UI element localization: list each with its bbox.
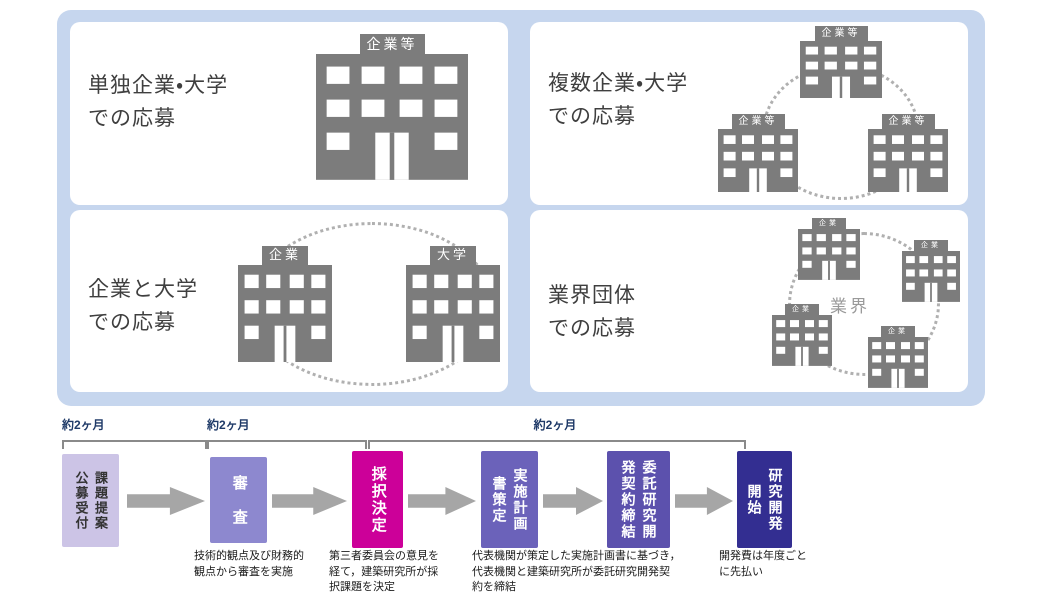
- flow-step-label: 採択決定: [369, 465, 387, 534]
- flow-arrow-icon: [127, 487, 205, 515]
- flow-note-contract: 代表機関が策定した実施計画書に基づき， 代表機関と建築研究所が委託研究開発契 約…: [472, 550, 681, 594]
- flow-note-payment: 開発費は年度ごと に先払い: [719, 550, 807, 578]
- building-body-icon: [316, 54, 468, 180]
- duration-bracket-icon: [207, 440, 367, 449]
- building-sign: 企業: [881, 326, 915, 338]
- building-icon: 大学: [406, 246, 500, 362]
- building-body-icon: [772, 315, 832, 366]
- building-label: 企業: [921, 242, 941, 249]
- flow-step-proposal-reception: 課題提案 公募受付: [62, 454, 119, 547]
- card-industry-association-application: 業界団体 での応募 業界 企業 企業 企業 企業: [530, 210, 968, 392]
- card-company-university-application: 企業と大学 での応募 企業 大学: [70, 210, 508, 392]
- building-icon: 企業: [798, 218, 860, 280]
- building-label: 大学: [436, 247, 469, 262]
- flow-step-label: 実施計画 書策定: [491, 467, 529, 532]
- card-multi-application: 複数企業・大学 での応募 企業等 企業等 企業等: [530, 22, 968, 205]
- building-sign: 企業: [785, 304, 819, 316]
- duration-label: 約2ヶ月: [62, 418, 105, 432]
- flow-step-contract-conclusion: 委託研究開 発契約締結: [607, 451, 670, 548]
- building-body-icon: [718, 129, 798, 192]
- flow-note-review: 技術的観点及び財務的 観点から審査を実施: [194, 550, 304, 578]
- building-sign: 企業: [261, 246, 308, 265]
- application-types-panel: 単独企業・大学 での応募 企業等 複数企業・大学 での応募 企業等 企業等 企業…: [57, 10, 985, 406]
- building-label: 企業: [888, 328, 908, 335]
- building-label: 企業等: [888, 116, 928, 127]
- duration-label: 約2ヶ月: [207, 418, 250, 432]
- building-icon: 企業: [902, 240, 960, 302]
- building-icon: 企業等: [800, 26, 882, 98]
- flow-arrow-icon: [675, 487, 733, 515]
- duration-label: 約2ヶ月: [533, 418, 577, 432]
- flow-step-label: 課題提案 公募受付: [73, 470, 109, 531]
- flow-arrow-icon: [272, 487, 347, 515]
- building-icon: 企業: [238, 246, 332, 362]
- duration-bracket-icon: [62, 440, 207, 449]
- building-label: 企業等: [366, 36, 418, 52]
- building-label: 企業: [819, 220, 839, 227]
- building-icon: 企業: [868, 326, 928, 388]
- building-body-icon: [868, 129, 948, 192]
- building-sign: 企業等: [731, 114, 785, 129]
- flow-step-label: 研究開発 開始: [746, 467, 784, 532]
- building-label: 企業等: [821, 28, 861, 39]
- flow-arrow-icon: [543, 487, 603, 515]
- building-body-icon: [902, 251, 960, 302]
- building-icon: 企業等: [316, 34, 468, 180]
- card-title: 単独企業・大学 での応募: [88, 74, 229, 130]
- building-icon: 企業等: [718, 114, 798, 192]
- building-body-icon: [798, 229, 860, 280]
- building-body-icon: [800, 41, 882, 98]
- flow-arrow-icon: [408, 487, 476, 515]
- flow-step-label: 審 査: [230, 474, 248, 526]
- building-body-icon: [238, 264, 332, 362]
- flow-note-adoption: 第三者委員会の意見を 経て，建築研究所が採 択課題を決定: [329, 550, 439, 594]
- flow-step-adoption-decision: 採択決定: [352, 451, 403, 548]
- card-single-application: 単独企業・大学 での応募 企業等: [70, 22, 508, 205]
- card-title: 業界団体 での応募: [548, 284, 636, 340]
- industry-center-label: 業界: [830, 297, 870, 316]
- card-title: 企業と大学 での応募: [88, 278, 198, 334]
- building-body-icon: [406, 264, 500, 362]
- building-body-icon: [868, 337, 928, 388]
- building-sign: 企業: [914, 240, 948, 252]
- building-icon: 企業: [772, 304, 832, 366]
- building-sign: 大学: [429, 246, 476, 265]
- card-title: 複数企業・大学 での応募: [548, 72, 689, 128]
- building-label: 企業: [268, 247, 301, 262]
- flow-step-implementation-plan: 実施計画 書策定: [481, 451, 538, 548]
- building-label: 企業: [792, 306, 812, 313]
- building-sign: 企業等: [359, 34, 425, 55]
- flow-step-review: 審 査: [210, 457, 267, 543]
- building-sign: 企業等: [814, 26, 868, 41]
- building-sign: 企業等: [881, 114, 935, 129]
- building-sign: 企業: [812, 218, 846, 230]
- flow-step-rd-start: 研究開発 開始: [737, 451, 792, 548]
- building-label: 企業等: [738, 116, 778, 127]
- building-icon: 企業等: [868, 114, 948, 192]
- flow-step-label: 委託研究開 発契約締結: [620, 459, 658, 540]
- duration-bracket-icon: [368, 440, 746, 449]
